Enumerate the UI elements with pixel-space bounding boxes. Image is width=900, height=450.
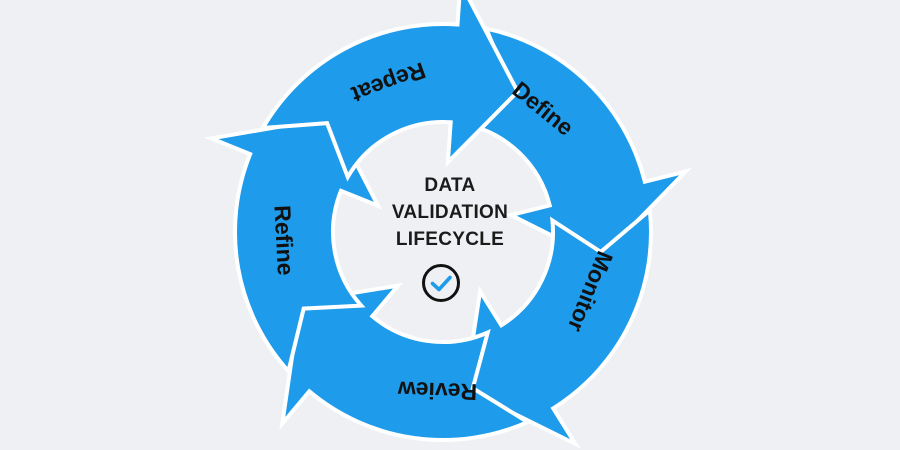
center-title: DATA VALIDATION LIFECYCLE [360,172,540,253]
stage-label-refine: Refine [269,205,299,277]
check-circle-icon [422,264,460,302]
center-title-line-1: DATA [424,175,476,196]
stage-label-review: Review [397,377,477,406]
arrow-segment-repeat [259,0,521,182]
arrow-segment-monitor [462,206,653,449]
center-title-line-2: VALIDATION [391,202,509,223]
arrow-segment-define [461,25,692,263]
arrow-segment-review [279,282,532,442]
arrow-segment-refine [203,115,383,376]
center-title-line-3: LIFECYCLE [395,229,505,250]
